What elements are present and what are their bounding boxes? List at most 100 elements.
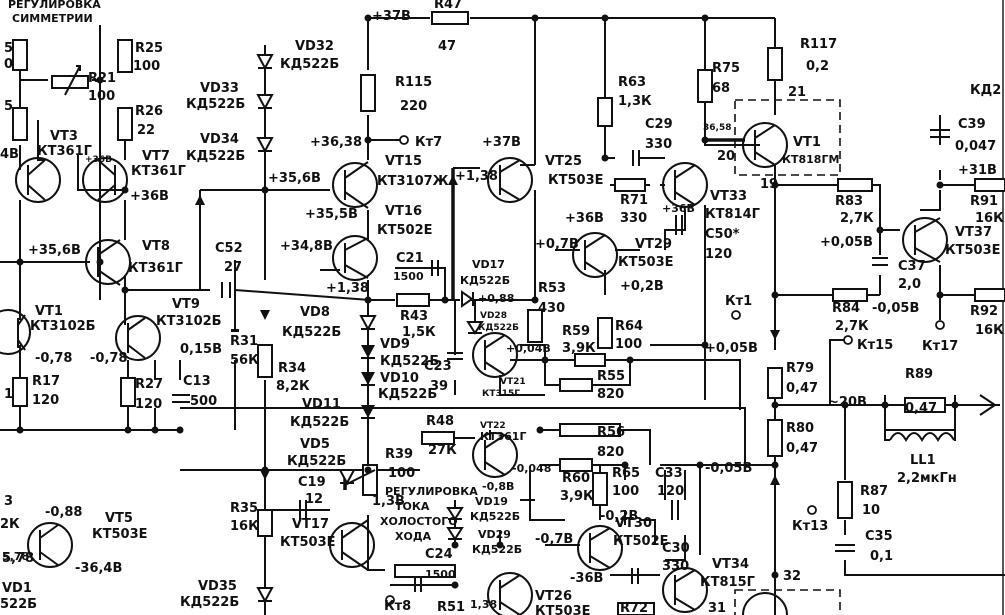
- testpoint-kt17: [935, 320, 945, 330]
- label-vt3: VT3: [50, 129, 78, 144]
- resistor-r89: [904, 397, 946, 413]
- transistor-vt8: [85, 239, 131, 286]
- label-vt15: VT15: [385, 154, 422, 169]
- left-cut-6: 5,78: [2, 551, 34, 566]
- label-r27: R27: [135, 377, 163, 392]
- diode-vd29: [446, 527, 464, 541]
- resistor-r83: [837, 178, 873, 192]
- label-c19-val: 12: [305, 492, 323, 507]
- label-vt17: VT17: [292, 517, 329, 532]
- label-r92: R92: [970, 304, 998, 319]
- transistor-vt33: [662, 162, 708, 208]
- label-c21-val: 1500: [393, 270, 424, 283]
- label-vt25-type: КТ503Е: [548, 173, 604, 188]
- label-vt15-type: КТ3107Ж: [377, 174, 449, 189]
- label-c39-val: 0,047: [955, 139, 996, 154]
- label-vt29-type: КТ503Е: [618, 255, 674, 270]
- label-c30-val: 330: [662, 559, 689, 574]
- left-cut-3: 5: [4, 99, 13, 114]
- label-n21: 21: [788, 85, 806, 100]
- label-c39: C39: [958, 117, 986, 132]
- resistor-r34: [257, 344, 273, 378]
- label-right-cut: КД2: [970, 83, 1001, 98]
- label-r84-val: 2,7К: [835, 319, 869, 334]
- label-vd19: VD19: [475, 495, 508, 508]
- label-vt30: VT30: [615, 516, 652, 531]
- label-r34: R34: [278, 361, 306, 376]
- label-c24: C24: [425, 547, 453, 562]
- junctions: [16, 14, 959, 589]
- label-r60: R60: [562, 471, 590, 486]
- label-r64: R64: [615, 319, 643, 334]
- capacitor-c50: [675, 215, 683, 235]
- label-c23-val: 39: [430, 379, 448, 394]
- transistor-vt25: [487, 157, 533, 203]
- label-vd11-type: КД522Б: [290, 415, 349, 430]
- label-v37-top: +37В: [372, 9, 411, 24]
- label-r65-val: 100: [612, 484, 639, 499]
- transistor-vt1-left: [0, 309, 31, 355]
- label-kt7: Кт7: [415, 135, 442, 150]
- label-vt25: VT25: [545, 154, 582, 169]
- label-r5-val: 2К: [0, 517, 20, 532]
- label-vt34: VT34: [712, 557, 749, 572]
- capacitor-c13: [172, 394, 190, 403]
- capacitor-c30: [631, 568, 639, 584]
- label-r25-val: 100: [133, 59, 160, 74]
- label-r89: R89: [905, 367, 933, 382]
- resistor-r17: [12, 377, 28, 407]
- label-vd17-type: КД522Б: [460, 274, 510, 287]
- label-vt26: VT26: [535, 589, 572, 604]
- diode-vd33: [256, 94, 274, 111]
- transistor-vt15: [332, 161, 378, 209]
- label-r26-val: 22: [137, 123, 155, 138]
- resistor-left-top: [12, 39, 28, 71]
- label-r48: R48: [426, 414, 454, 429]
- label-vd19-type: КД522Б: [470, 510, 520, 523]
- label-v578: 5,78: [2, 550, 29, 563]
- label-vd8-type: КД522Б: [282, 325, 341, 340]
- resistor-r21: [51, 75, 89, 89]
- label-v3638: +36,38: [310, 135, 362, 150]
- label-vt5-type: КТ503Е: [92, 527, 148, 542]
- diode-vd10: [361, 372, 375, 385]
- label-vd32-type: КД522Б: [280, 57, 339, 72]
- label-c19: C19: [298, 475, 326, 490]
- label-vt1-left-type: КТ3102Б: [30, 319, 96, 334]
- label-r71-val: 330: [620, 211, 647, 226]
- capacitor-c23: [447, 352, 463, 360]
- label-vt30-type: КТ502Е: [613, 534, 669, 549]
- label-c29-val: 330: [645, 137, 672, 152]
- label-vd35-type: КД522Б: [180, 595, 239, 610]
- transistor-vt1: [734, 99, 841, 176]
- label-vd10: VD10: [380, 371, 419, 386]
- testpoint-kt13: [807, 505, 817, 515]
- label-vt29: VT29: [635, 237, 672, 252]
- label-c13: C13: [183, 374, 211, 389]
- label-v356: +35,6В: [268, 171, 321, 186]
- diode-vd35: [256, 587, 274, 604]
- capacitor-c24: [414, 578, 422, 592]
- label-r39: R39: [385, 447, 413, 462]
- label-c50-val: 120: [705, 247, 732, 262]
- left-cut-5: 3: [4, 494, 13, 509]
- label-r91-val: 16К: [975, 211, 1004, 226]
- transistor-vt3: [15, 157, 61, 203]
- capacitor-c33: [671, 500, 679, 520]
- label-r84: R84: [832, 301, 860, 316]
- label-r63-val: 1,3К: [618, 94, 652, 109]
- resistor-r71: [614, 178, 646, 192]
- label-vd29: VD29: [478, 528, 511, 541]
- resistor-r59: [574, 353, 606, 367]
- label-vt37: VT37: [955, 225, 992, 240]
- label-v015: 0,15В: [180, 342, 222, 357]
- label-c35: C35: [865, 529, 893, 544]
- label-v088b: +0,88: [478, 292, 514, 305]
- label-vd9: VD9: [380, 337, 410, 352]
- resistor-r53: [527, 309, 543, 343]
- label-r53-val: 430: [538, 301, 565, 316]
- header-symmetry-1: РЕГУЛИРОВКА: [8, 0, 101, 11]
- label-n20: 20: [717, 149, 735, 164]
- label-r31: R31: [230, 334, 258, 349]
